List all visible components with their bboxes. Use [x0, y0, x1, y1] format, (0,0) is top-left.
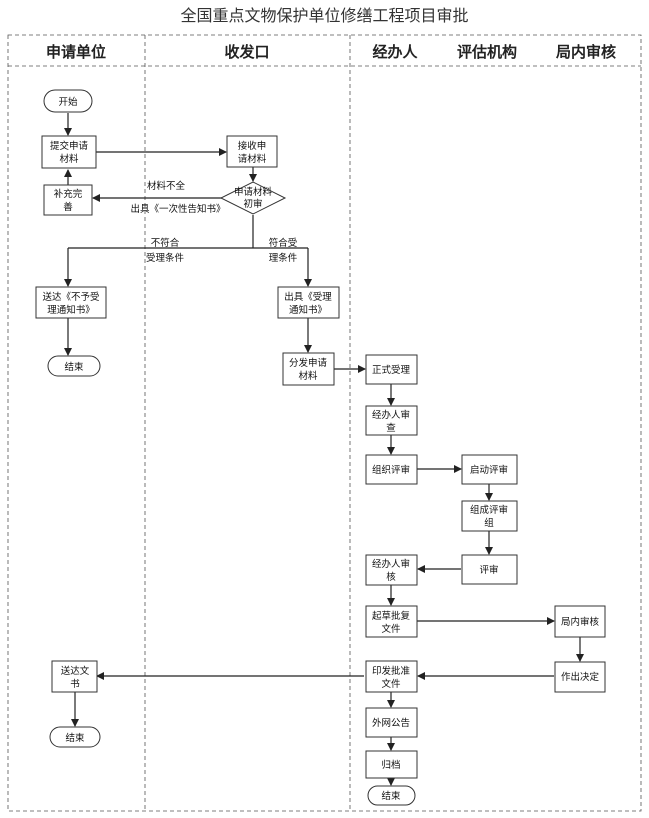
- deliver-reject-line2: 理通知书》: [47, 304, 95, 316]
- distribute-materials-box: 分发申请 材料: [282, 352, 335, 386]
- handler-audit-box: 经办人审 核: [365, 554, 418, 586]
- form-review-team-box: 组成评审 组: [461, 500, 518, 532]
- draft-approval-box: 起草批复 文件: [365, 605, 418, 638]
- supplement-box: 补充完 善: [43, 184, 93, 216]
- supplement-label-line1: 补充完: [54, 188, 83, 200]
- handler-audit-line2: 核: [386, 571, 396, 583]
- end-node-1: 结束: [47, 355, 101, 377]
- lane-applicant: 申请单位: [46, 43, 106, 61]
- decide-label: 作出决定: [561, 671, 600, 683]
- label-issue-once: 出具《一次性告知书》: [130, 203, 225, 215]
- organize-review-box: 组织评审: [365, 454, 418, 485]
- handler-review-line1: 经办人审: [372, 409, 410, 421]
- publish-box: 外网公告: [365, 707, 418, 738]
- form-team-line1: 组成评审: [470, 504, 508, 516]
- end2-label: 结束: [65, 732, 85, 744]
- handler-review-line2: 查: [386, 422, 396, 434]
- issue-acceptance-box: 出具《受理 通知书》: [277, 286, 340, 319]
- receive-materials-box: 接收申 请材料: [226, 135, 278, 168]
- review-label: 评审: [479, 564, 498, 576]
- lane-frame: [7, 34, 642, 812]
- end1-label: 结束: [64, 361, 84, 373]
- organize-review-label: 组织评审: [372, 464, 410, 476]
- lane-evaluator: 评估机构: [457, 43, 517, 61]
- end-node-2: 结束: [49, 726, 101, 748]
- print-approval-box: 印发批准 文件: [365, 660, 418, 693]
- connectors: [64, 113, 584, 786]
- send-doc-line1: 送达文: [61, 665, 90, 677]
- lane-bureau: 局内审核: [555, 43, 616, 61]
- end3-label: 结束: [381, 790, 401, 802]
- submit-label-line2: 材料: [59, 153, 79, 165]
- precheck-line1: 申请材料: [234, 186, 273, 198]
- receive-label-line1: 接收申: [238, 140, 267, 152]
- send-document-box: 送达文 书: [51, 660, 98, 693]
- issue-accept-line2: 通知书》: [289, 304, 327, 316]
- review-box: 评审: [461, 554, 518, 585]
- print-line2: 文件: [381, 678, 401, 690]
- decide-box: 作出决定: [554, 661, 606, 693]
- label-not-meet-line2: 受理条件: [146, 252, 185, 264]
- formal-acceptance-box: 正式受理: [365, 354, 418, 385]
- draft-line1: 起草批复: [372, 610, 411, 622]
- print-line1: 印发批准: [372, 665, 411, 677]
- archive-box: 归档: [365, 750, 418, 779]
- submit-label-line1: 提交申请: [50, 140, 89, 152]
- label-not-meet-line1: 不符合: [151, 237, 180, 249]
- precheck-decision: 申请材料 初审: [219, 181, 287, 215]
- internal-audit-label: 局内审核: [561, 616, 600, 628]
- end-node-3: 结束: [367, 785, 416, 806]
- submit-materials-box: 提交申请 材料: [41, 135, 97, 169]
- formal-accept-label: 正式受理: [372, 364, 411, 376]
- handler-review-box: 经办人审 查: [365, 405, 418, 436]
- distribute-line1: 分发申请: [289, 357, 328, 369]
- precheck-line2: 初审: [243, 198, 262, 210]
- label-incomplete: 材料不全: [147, 180, 186, 192]
- send-doc-line2: 书: [70, 679, 80, 690]
- start-label: 开始: [58, 96, 78, 108]
- deliver-rejection-box: 送达《不予受 理通知书》: [35, 286, 107, 319]
- internal-audit-box: 局内审核: [554, 605, 606, 638]
- publish-label: 外网公告: [372, 717, 410, 729]
- lane-handler: 经办人: [372, 43, 418, 61]
- issue-accept-line1: 出具《受理: [284, 291, 332, 303]
- receive-label-line2: 请材料: [238, 153, 267, 165]
- diagram-title: 全国重点文物保护单位修缮工程项目审批: [180, 6, 469, 25]
- start-review-box: 启动评审: [461, 454, 518, 485]
- draft-line2: 文件: [381, 623, 401, 635]
- deliver-reject-line1: 送达《不予受: [42, 291, 99, 303]
- label-meet-line2: 理条件: [269, 252, 298, 264]
- form-team-line2: 组: [484, 517, 494, 529]
- start-review-label: 启动评审: [470, 464, 508, 476]
- label-meet-line1: 符合受: [269, 237, 298, 249]
- supplement-label-line2: 善: [63, 201, 73, 213]
- lane-reception: 收发口: [224, 43, 269, 61]
- distribute-line2: 材料: [298, 370, 318, 382]
- start-node: 开始: [43, 89, 93, 113]
- handler-audit-line1: 经办人审: [372, 558, 410, 570]
- archive-label: 归档: [381, 759, 400, 771]
